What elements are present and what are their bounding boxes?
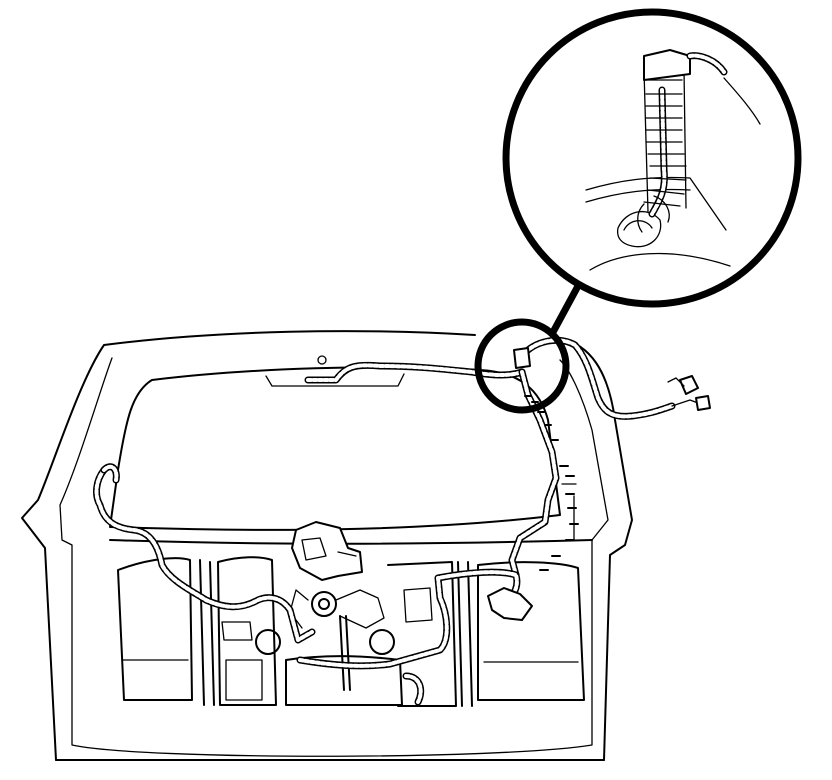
wiper-notch: [265, 373, 405, 387]
magnified-panel-curve: [589, 252, 731, 271]
liftgate-actuator-assembly: [289, 521, 385, 691]
actuator-shaft: [318, 598, 330, 610]
right-rib: [457, 561, 473, 707]
body-side-connector: [667, 375, 711, 411]
right-center-pocket: [403, 587, 433, 623]
right-cutout: [477, 561, 585, 701]
glass-opening-frame: [109, 366, 561, 531]
right-latch-connector: [487, 587, 533, 621]
washer-nozzle-hole: [317, 355, 327, 365]
right-center-cutout: [387, 561, 457, 707]
inner-panel-structure: [117, 556, 585, 707]
liftgate-inner-contour: [59, 357, 609, 757]
left-cutout: [117, 557, 193, 701]
harness-lower-run: [296, 568, 521, 670]
harness-left-run: [93, 466, 316, 644]
right-access-hole: [369, 629, 395, 655]
left-access-hole: [255, 629, 281, 655]
actuator-motor: [311, 591, 337, 617]
magnified-grommet: [616, 210, 662, 248]
magnified-detail: [585, 49, 761, 271]
magnified-connector-cap: [643, 49, 691, 81]
actuator-linkage: [289, 589, 385, 629]
detail-callout: [474, 8, 802, 414]
magnified-lead-wire: [723, 77, 761, 125]
latch-bracket-detail: [301, 537, 357, 561]
harness-connector-clip: [513, 347, 531, 369]
left-center-pocket: [221, 621, 263, 701]
callout-magnified-circle: [502, 8, 802, 308]
left-rib: [199, 559, 215, 706]
harness-retainer-clips: [524, 395, 579, 571]
left-center-cutout: [217, 556, 277, 706]
magnified-harness-wraps: [643, 69, 687, 213]
wiring-harness: [93, 336, 711, 706]
callout-source-circle: [474, 318, 570, 414]
magnified-body-edge: [585, 176, 727, 231]
magnified-grommet-lip: [637, 195, 670, 233]
latch-bracket: [291, 521, 363, 581]
callout-leader-line: [548, 284, 582, 336]
actuator-rod: [339, 615, 351, 691]
